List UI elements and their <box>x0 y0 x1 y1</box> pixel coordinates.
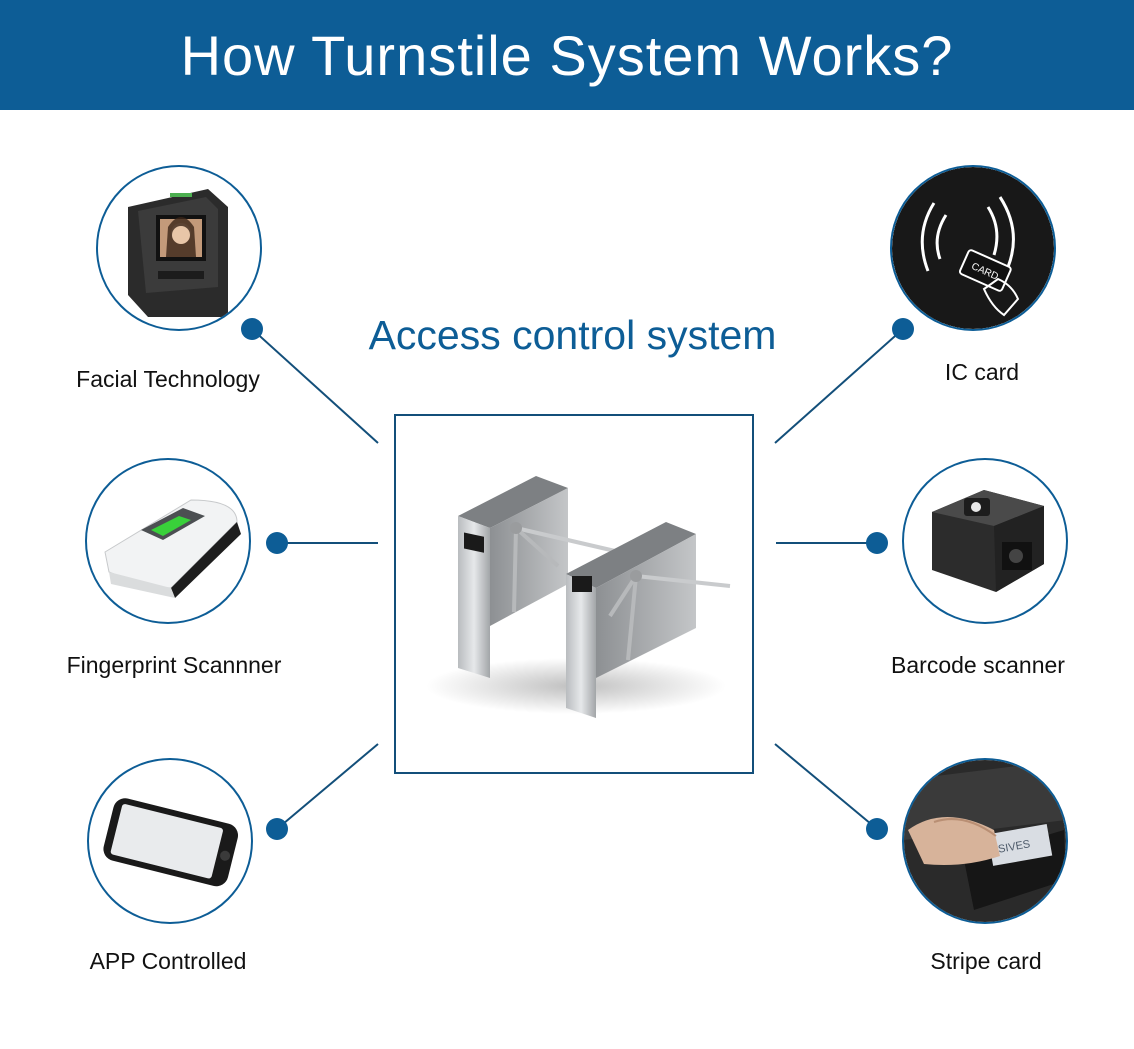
barcode-scanner-bubble <box>902 458 1068 624</box>
connector-ic-card <box>774 328 904 444</box>
connector-dot-barcode <box>866 532 888 554</box>
ic-card-label: IC card <box>944 359 1020 385</box>
smartphone-icon <box>103 798 239 887</box>
connector-dot-ic-card <box>892 318 914 340</box>
card-swipe-icon: SIVES <box>904 760 1066 922</box>
fingerprint-scanner-bubble <box>85 458 251 624</box>
connector-dot-app <box>266 818 288 840</box>
facial-technology-bubble <box>96 165 262 331</box>
ic-card-bubble: CARD <box>890 165 1056 331</box>
barcode-scanner-icon <box>932 490 1044 592</box>
stripe-card-label: Stripe card <box>930 948 1042 974</box>
contactless-card-icon: CARD <box>892 167 1054 329</box>
turnstile-image-frame <box>394 414 754 774</box>
connector-stripe <box>774 743 878 830</box>
fingerprint-scanner-label: Fingerprint Scannner <box>66 652 282 678</box>
stripe-card-bubble: SIVES <box>902 758 1068 924</box>
connector-facial <box>251 328 379 444</box>
barcode-scanner-label: Barcode scanner <box>891 652 1065 678</box>
stripe-card-text: SIVES <box>997 838 1031 855</box>
page-title: How Turnstile System Works? <box>180 23 954 87</box>
connector-dot-facial <box>241 318 263 340</box>
app-controlled-label: APP Controlled <box>89 948 247 974</box>
header-banner: How Turnstile System Works? <box>0 0 1134 110</box>
face-terminal-icon <box>128 189 228 317</box>
diagram-subtitle: Access control system <box>368 312 777 358</box>
turnstile-icon <box>426 476 731 718</box>
connector-dot-fingerprint <box>266 532 288 554</box>
facial-technology-label: Facial Technology <box>76 366 260 392</box>
app-controlled-bubble <box>87 758 253 924</box>
fingerprint-scanner-icon <box>104 499 241 598</box>
connector-dot-stripe <box>866 818 888 840</box>
connector-app <box>276 743 379 830</box>
